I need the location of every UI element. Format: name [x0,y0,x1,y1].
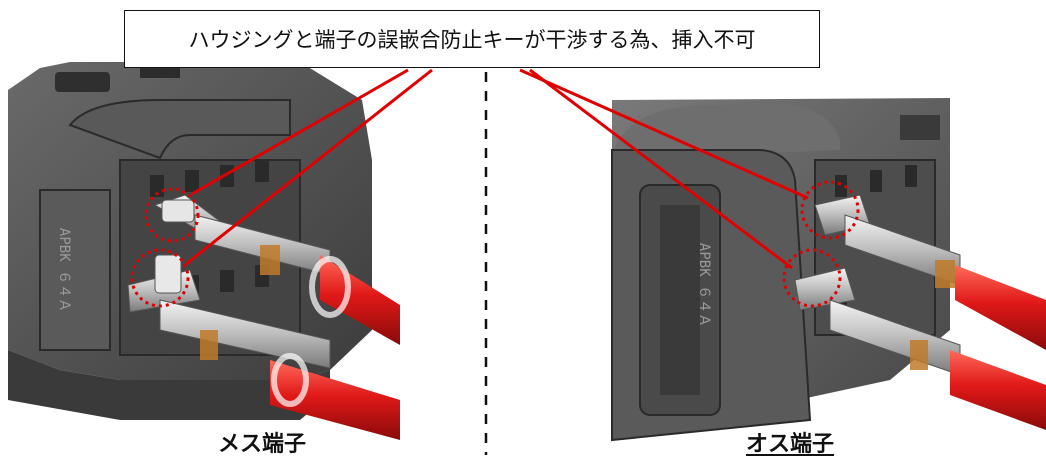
left-wire-lower [270,353,400,440]
right-housing [611,98,950,442]
left-housing-marking: APBK ６４Ａ [56,228,72,312]
male-terminal-caption: オス端子 [746,432,835,457]
left-interference-circle-upper [144,187,200,243]
right-terminal-upper [814,194,961,288]
callout-text: ハウジングと端子の誤嵌合防止キーが干渉する為、挿入不可 [188,28,756,52]
right-interference-circle-upper [800,180,860,240]
leader-lines [185,68,809,270]
right-wire-lower [950,350,1046,430]
right-housing-marking: APBK ６４Ａ [696,243,712,327]
right-interference-circle-lower [782,248,842,308]
female-terminal-caption: メス端子 [218,432,307,457]
left-wire-upper [309,255,400,345]
right-wire-upper [955,265,1046,350]
callout-box: ハウジングと端子の誤嵌合防止キーが干渉する為、挿入不可 [124,10,820,68]
left-interference-circle-lower [130,248,190,308]
